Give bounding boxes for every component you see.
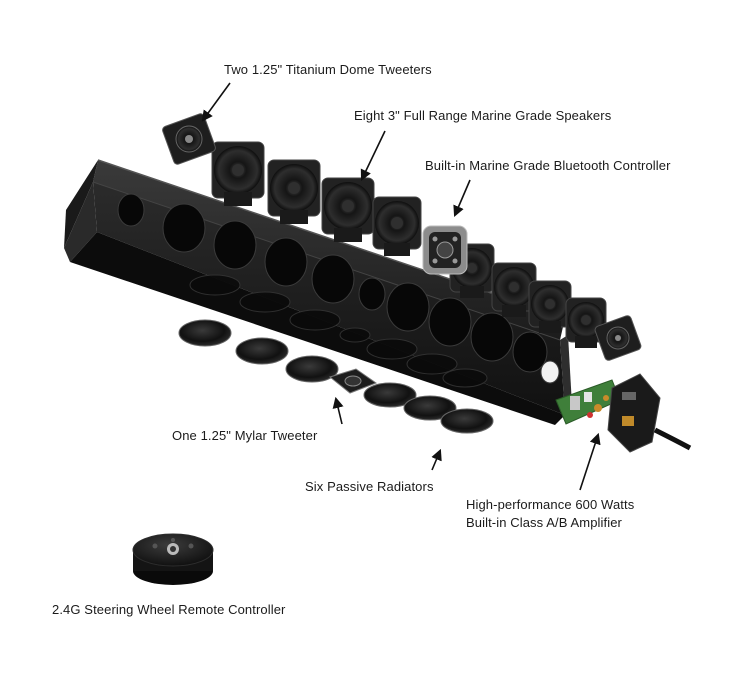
label-mylar-text: One 1.25" Mylar Tweeter [172, 428, 318, 443]
end-cap [607, 373, 692, 453]
label-full-range-text: Eight 3" Full Range Marine Grade Speaker… [354, 108, 612, 123]
arrow-icon [201, 82, 601, 491]
label-passive-radiators: Six Passive Radiators [305, 478, 434, 496]
speaker-cutouts [117, 193, 560, 384]
label-amplifier: High-performance 600 Watts Built-in Clas… [466, 496, 634, 532]
label-bluetooth-text: Built-in Marine Grade Bluetooth Controll… [425, 158, 671, 173]
label-radiators-text: Six Passive Radiators [305, 479, 434, 494]
passive-radiators [178, 319, 494, 434]
label-bluetooth-controller: Built-in Marine Grade Bluetooth Controll… [425, 157, 671, 175]
label-remote-controller: 2.4G Steering Wheel Remote Controller [52, 601, 285, 619]
label-amplifier-line2: Built-in Class A/B Amplifier [466, 515, 622, 530]
radiator-cutouts [189, 274, 488, 388]
label-mylar-tweeter: One 1.25" Mylar Tweeter [172, 427, 317, 445]
label-dome-tweeters-text: Two 1.25" Titanium Dome Tweeters [224, 62, 432, 77]
label-full-range-speakers: Eight 3" Full Range Marine Grade Speaker… [354, 107, 611, 125]
bluetooth-controller-icon [422, 225, 468, 275]
label-amplifier-line1: High-performance 600 Watts [466, 497, 635, 512]
amplifier-board [555, 379, 621, 425]
remote-controller-icon [132, 533, 214, 585]
mylar-tweeter [328, 368, 378, 394]
dome-tweeter-right [594, 315, 642, 361]
label-remote-text: 2.4G Steering Wheel Remote Controller [52, 602, 286, 617]
label-dome-tweeters: Two 1.25" Titanium Dome Tweeters [224, 61, 432, 79]
dome-tweeter-left [162, 113, 216, 165]
